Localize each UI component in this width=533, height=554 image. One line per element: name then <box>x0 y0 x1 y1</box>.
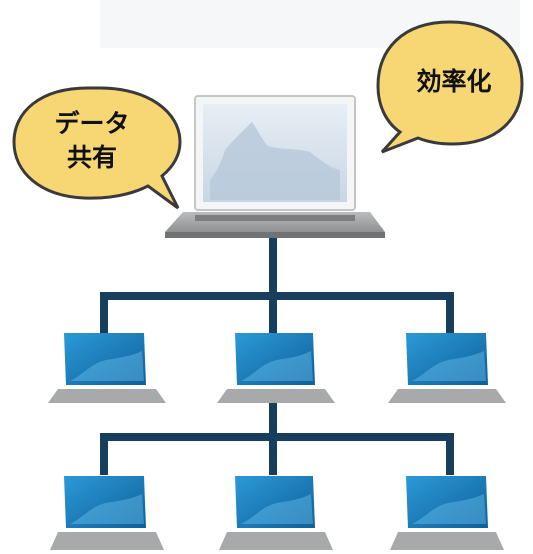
client-base <box>50 532 164 550</box>
server-laptop-icon <box>165 95 385 238</box>
client-screen-graphic <box>412 351 486 381</box>
client-laptop-icon <box>50 476 164 550</box>
client-laptop-icon <box>388 333 506 403</box>
client-screen-graphic <box>241 494 313 524</box>
speech-bubble-right: 効率化 <box>376 20 524 154</box>
client-base <box>48 389 166 403</box>
bubble-left-line2: 共有 <box>67 143 117 172</box>
client-base <box>217 389 335 403</box>
client-laptop-icon <box>390 476 504 550</box>
bubble-right-text: 効率化 <box>416 67 491 96</box>
speech-bubble-left: データ 共有 <box>12 86 182 210</box>
server-screen-graphic <box>210 122 340 200</box>
client-base <box>388 389 506 403</box>
speech-bubble-right-shape <box>376 20 524 154</box>
server-base-edge <box>165 232 385 238</box>
client-base <box>219 532 333 550</box>
client-screen-graphic <box>70 351 144 381</box>
client-laptop-icon <box>48 333 166 403</box>
server-keyboard <box>195 215 355 221</box>
client-laptop-icon <box>217 333 335 403</box>
client-base <box>390 532 504 550</box>
client-screen-graphic <box>241 351 313 381</box>
network-wires <box>100 232 454 475</box>
client-screen-graphic <box>412 494 486 524</box>
client-laptop-icon <box>219 476 333 550</box>
bubble-left-line1: データ <box>54 109 129 138</box>
client-screen-graphic <box>70 494 144 524</box>
speech-bubble-left-shape <box>12 86 182 210</box>
